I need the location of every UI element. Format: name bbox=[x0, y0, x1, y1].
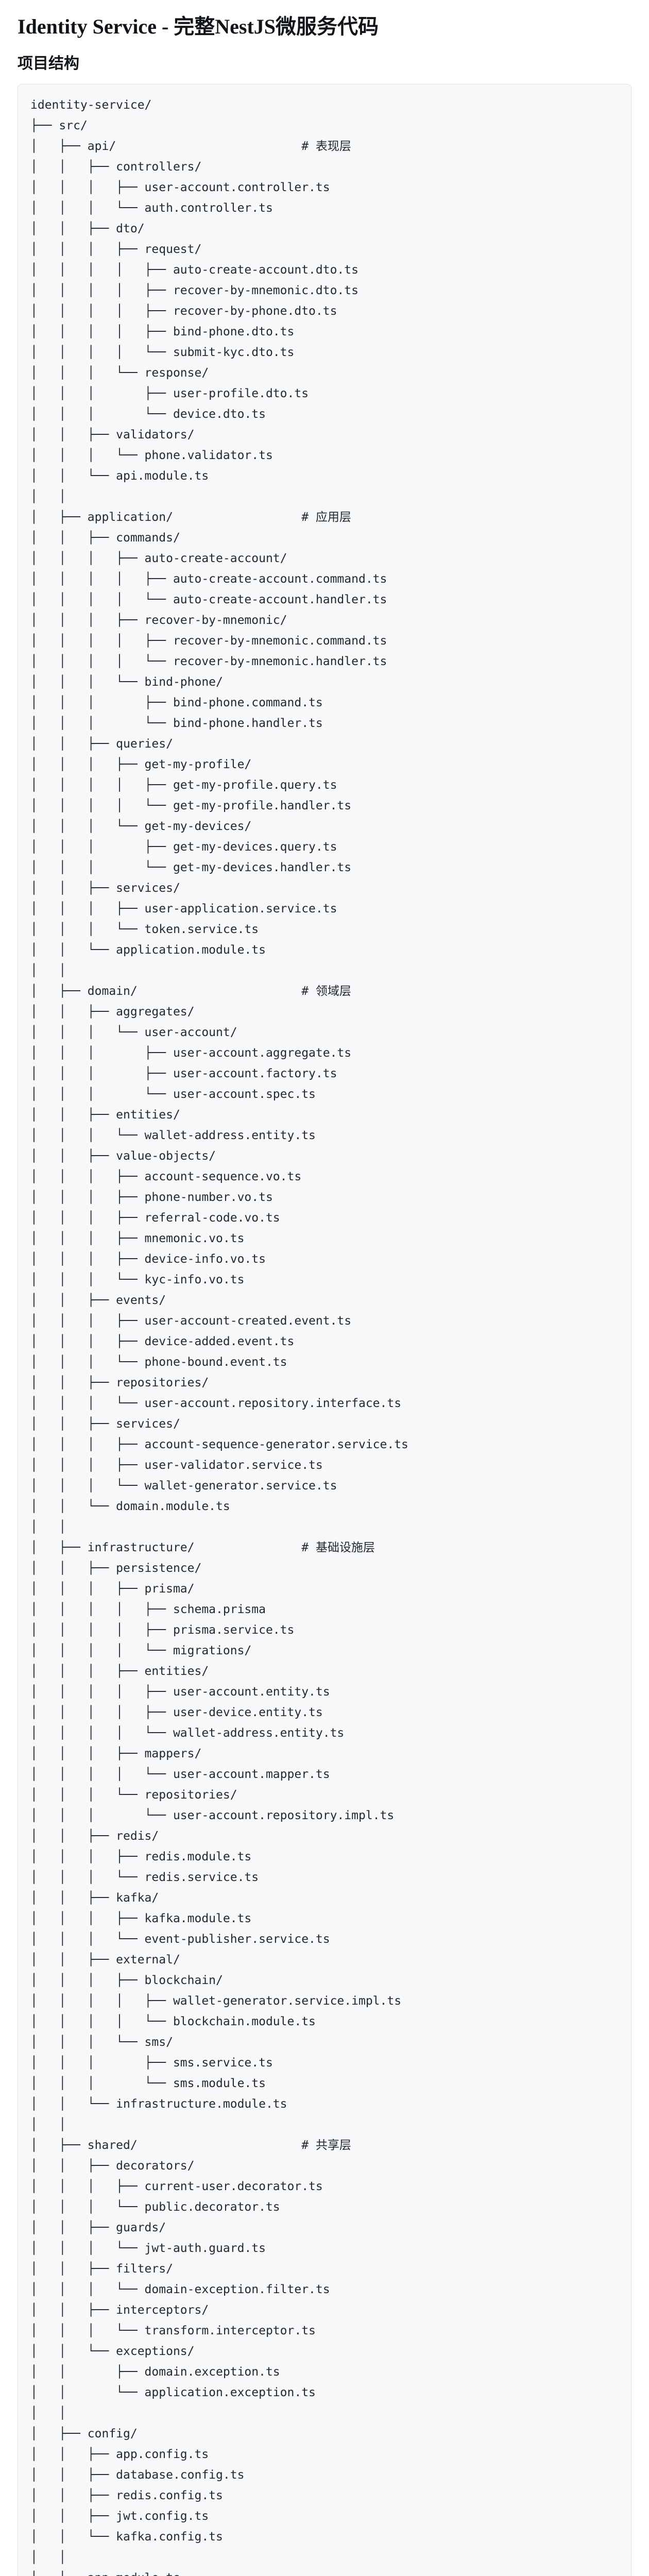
file-tree-text: identity-service/ ├── src/ │ ├── api/ # … bbox=[30, 98, 408, 2576]
page-title: Identity Service - 完整NestJS微服务代码 bbox=[18, 15, 379, 38]
section-heading: 项目结构 bbox=[18, 55, 79, 72]
code-block: identity-service/ ├── src/ │ ├── api/ # … bbox=[18, 84, 631, 2576]
